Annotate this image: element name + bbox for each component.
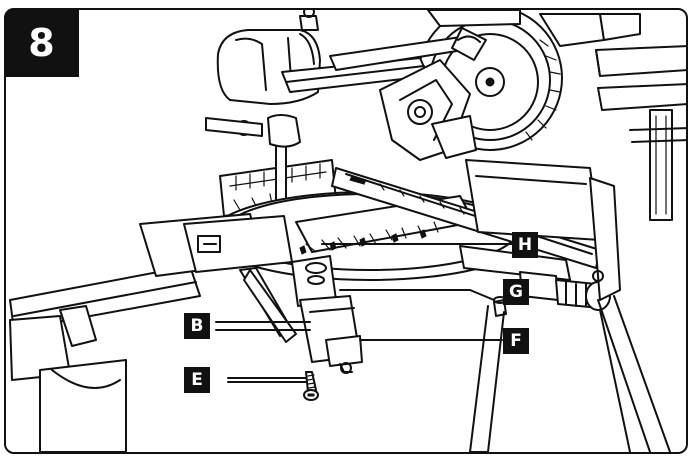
stand-legs bbox=[469, 305, 631, 452]
left-table-wing bbox=[139, 213, 297, 343]
callout-g: G bbox=[503, 279, 529, 305]
screw-e bbox=[303, 371, 319, 401]
callout-e: E bbox=[184, 367, 210, 393]
saw-head-arm bbox=[379, 27, 487, 161]
callout-h: H bbox=[512, 232, 538, 258]
right-base bbox=[465, 159, 671, 452]
left-extension bbox=[9, 265, 201, 452]
miter-lock-handle bbox=[519, 271, 611, 311]
rear-support-bar bbox=[595, 45, 686, 221]
step-number-badge: 8 bbox=[4, 8, 79, 77]
leader-lines bbox=[215, 243, 513, 383]
callout-f: F bbox=[503, 328, 529, 354]
clamp-column bbox=[291, 255, 363, 374]
callout-b: B bbox=[184, 313, 210, 339]
